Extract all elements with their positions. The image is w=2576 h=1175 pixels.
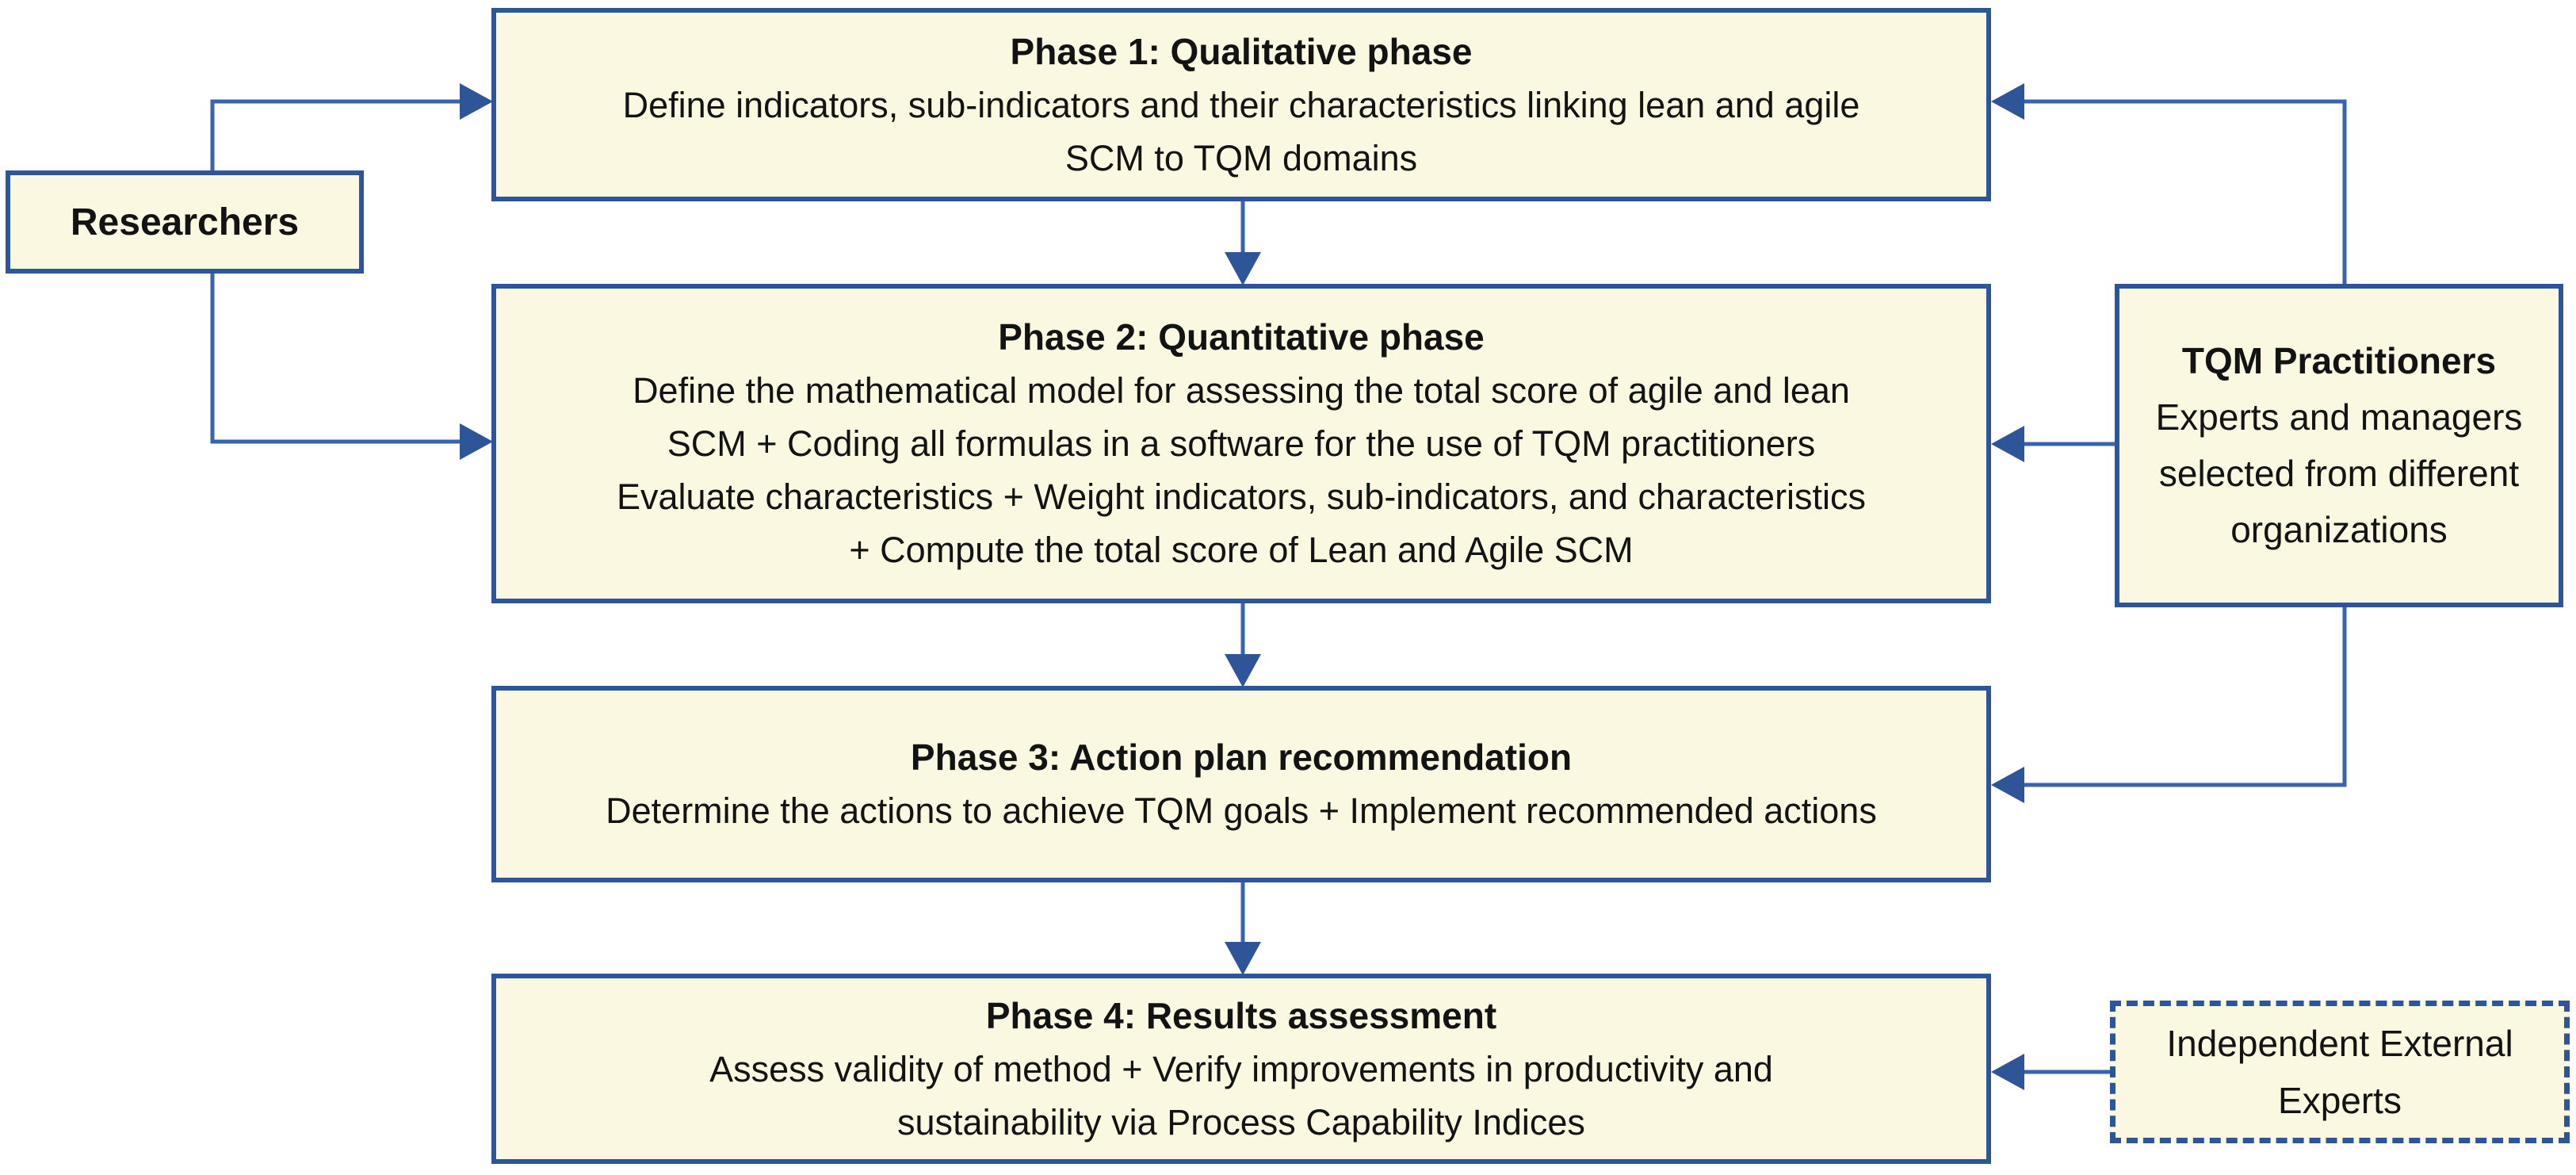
phase1-body: Define indicators, sub-indicators and th…: [622, 84, 1860, 178]
phase1-box: Phase 1: Qualitative phase Define indica…: [491, 8, 1991, 201]
tqm-body: Experts and managers selected from diffe…: [2155, 396, 2523, 550]
phase4-title: Phase 4: Results assessment: [985, 994, 1497, 1036]
arrowhead-external-to-phase4: [1991, 1054, 2024, 1090]
arrowhead-phase2-to-phase3: [1225, 654, 1261, 687]
arrowhead-researchers-to-phase2: [460, 423, 493, 460]
arrowhead-tqm-to-phase3: [1991, 767, 2024, 803]
phase4-box: Phase 4: Results assessment Assess valid…: [491, 974, 1991, 1164]
phase3-title: Phase 3: Action plan recommendation: [910, 737, 1573, 778]
phase1-title: Phase 1: Qualitative phase: [1010, 30, 1473, 72]
independent-external-experts-box: Independent External Experts: [2110, 1001, 2570, 1143]
phase2-title: Phase 2: Quantitative phase: [998, 316, 1485, 358]
phase2-box: Phase 2: Quantitative phase Define the m…: [491, 284, 1991, 603]
phase3-body: Determine the actions to achieve TQM goa…: [606, 790, 1877, 831]
researchers-box: Researchers: [6, 170, 364, 274]
external-experts-label: Independent External Experts: [2166, 1023, 2513, 1121]
tqm-title: TQM Practitioners: [2181, 340, 2497, 381]
tqm-practitioners-box: TQM Practitioners Experts and managers s…: [2115, 284, 2563, 607]
researchers-label: Researchers: [70, 201, 300, 243]
arrow-tqm-to-phase3: [2023, 607, 2347, 787]
arrowhead-tqm-to-phase2: [1991, 426, 2024, 462]
arrowhead-phase1-to-phase2: [1225, 252, 1261, 285]
phase2-body: Define the mathematical model for assess…: [616, 370, 1867, 570]
arrowhead-tqm-to-phase1: [1991, 83, 2024, 120]
phase3-box: Phase 3: Action plan recommendation Dete…: [491, 686, 1991, 882]
arrowhead-phase3-to-phase4: [1225, 942, 1261, 975]
arrow-researchers-to-phase2: [210, 274, 461, 444]
arrowhead-researchers-to-phase1: [460, 83, 493, 120]
arrow-researchers-to-phase1: [210, 99, 461, 170]
arrow-tqm-to-phase1: [2023, 99, 2347, 284]
phase4-body: Assess validity of method + Verify impro…: [709, 1048, 1773, 1142]
